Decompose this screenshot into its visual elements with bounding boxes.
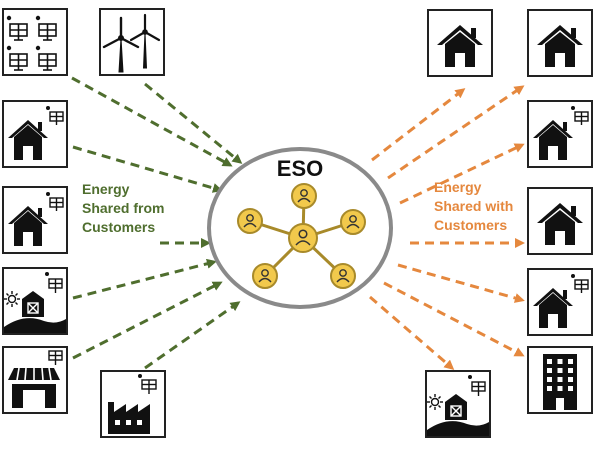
source-house-solar bbox=[2, 186, 68, 254]
incoming-arrow bbox=[71, 76, 233, 167]
network-nodes bbox=[237, 183, 366, 289]
solar-panels-icon bbox=[6, 15, 57, 71]
shop-solar-icon bbox=[8, 350, 63, 408]
outgoing-arrow bbox=[371, 88, 466, 162]
source-shop-solar bbox=[2, 346, 68, 414]
house-solar-icon bbox=[8, 106, 64, 160]
outgoing-arrows bbox=[369, 85, 525, 370]
consumer-house bbox=[527, 187, 593, 255]
source-factory-solar bbox=[100, 370, 166, 438]
incoming-arrow bbox=[72, 258, 217, 300]
network-node-user-icon bbox=[330, 263, 356, 289]
incoming-arrow bbox=[72, 145, 223, 193]
consumer-house-solar bbox=[527, 100, 593, 168]
outgoing-arrow bbox=[387, 85, 525, 180]
source-wind-turbines bbox=[99, 8, 165, 76]
network-node-user-icon bbox=[237, 208, 263, 234]
source-solar-panels bbox=[2, 8, 68, 76]
label-energy-shared-with-customers: Energy Shared with Customers bbox=[434, 179, 514, 233]
outgoing-arrow bbox=[399, 143, 525, 205]
consumer-house bbox=[427, 9, 493, 77]
network-node-user-icon bbox=[252, 263, 278, 289]
outgoing-arrow bbox=[397, 263, 525, 303]
factory-solar-icon bbox=[108, 374, 157, 434]
network-node-user-icon bbox=[288, 223, 318, 253]
house-solar-icon bbox=[533, 106, 589, 160]
house-icon bbox=[537, 25, 583, 67]
label-energy-shared-from-customers: Energy Shared from Customers bbox=[82, 181, 165, 235]
network-node-user-icon bbox=[291, 183, 317, 209]
apartment-building-icon bbox=[543, 354, 577, 410]
incoming-arrow bbox=[144, 82, 243, 164]
consumer-house-solar bbox=[527, 268, 593, 336]
house-icon bbox=[437, 25, 483, 67]
farm-solar-icon bbox=[427, 375, 489, 436]
network-node-user-icon bbox=[340, 209, 366, 235]
farm-solar-icon bbox=[4, 272, 66, 333]
source-farm-solar bbox=[2, 267, 68, 335]
incoming-arrow bbox=[72, 281, 223, 360]
house-solar-icon bbox=[533, 274, 589, 328]
consumer-house bbox=[527, 9, 593, 77]
source-house-solar bbox=[2, 100, 68, 168]
house-icon bbox=[537, 203, 583, 245]
consumer-farm-solar bbox=[425, 370, 491, 438]
house-solar-icon bbox=[8, 192, 64, 246]
wind-turbines-icon bbox=[102, 13, 161, 73]
consumer-apartment-building bbox=[527, 346, 593, 414]
eso-title: ESO bbox=[276, 156, 324, 181]
outgoing-arrow bbox=[369, 295, 455, 370]
incoming-arrows bbox=[71, 76, 243, 370]
incoming-arrow bbox=[144, 301, 241, 370]
outgoing-arrow bbox=[383, 281, 525, 357]
